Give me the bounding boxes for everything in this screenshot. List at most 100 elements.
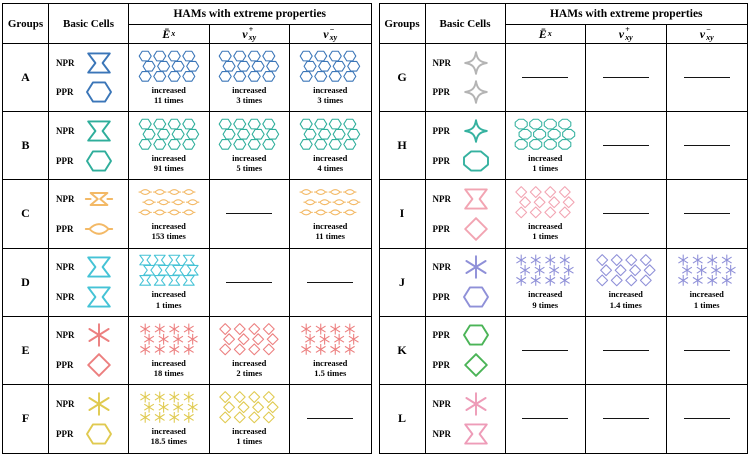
dash-placeholder — [522, 418, 569, 420]
basic-cell: PPR — [51, 217, 126, 241]
header-basic-cells: Basic Cells — [49, 4, 129, 44]
hexagon-lattice-icon — [138, 50, 199, 82]
basic-cells-cell: PPR PPR — [425, 112, 506, 181]
diamond-lattice-icon — [596, 254, 656, 287]
group-label: B — [3, 112, 49, 181]
ham-caption-line2: 1 times — [155, 299, 182, 310]
star6-icon — [88, 392, 110, 416]
ham-cell — [209, 180, 290, 249]
group-label: L — [380, 384, 426, 454]
diamond-icon — [87, 353, 111, 377]
ham-cell — [666, 317, 747, 385]
symbol-script: −xy — [329, 25, 338, 43]
symbol-base: v — [242, 26, 248, 41]
dash-placeholder — [522, 77, 569, 79]
cell-type-label: NPR — [432, 194, 452, 205]
basic-cell: PPR — [51, 422, 126, 446]
ham-caption-line1: increased — [689, 289, 724, 300]
cell-type-label: NPR — [432, 57, 452, 68]
symbol-base: v — [618, 26, 625, 41]
star6-lattice-icon — [139, 391, 198, 424]
ham-caption-line2: 18.5 times — [150, 436, 187, 447]
cell-type-label: NPR — [56, 57, 75, 68]
basic-cell: PPR — [428, 149, 503, 173]
basic-cell: NPR — [51, 285, 126, 309]
dash-placeholder — [602, 77, 649, 79]
group-label: G — [379, 44, 426, 113]
ham-caption-line2: 1 times — [532, 231, 559, 242]
ham-caption-line2: 9 times — [532, 299, 559, 310]
symbol-sub: xy — [248, 33, 257, 42]
symbol-sup: − — [706, 24, 711, 34]
star4-icon — [463, 50, 488, 75]
symbol-sub: x — [547, 28, 552, 38]
header-col-vxy-minus: v−xy — [290, 25, 371, 44]
hexagon-lattice-icon — [218, 118, 280, 150]
group-label: J — [379, 248, 426, 317]
bowtie-icon — [87, 120, 111, 142]
cell-type-label: PPR — [432, 155, 451, 166]
ham-caption-line1: increased — [151, 84, 186, 95]
bowtie-icon — [463, 423, 488, 445]
symbol-script: +xy — [625, 25, 633, 43]
header-col-vxy-plus: v+xy — [586, 25, 667, 44]
dash-placeholder — [226, 281, 273, 283]
basic-cell: NPR — [428, 50, 503, 75]
hexagon-icon — [86, 81, 112, 103]
cell-type-label: PPR — [56, 223, 74, 234]
dash-placeholder — [683, 145, 730, 147]
ham-caption-line1: increased — [313, 153, 348, 164]
group-label: C — [3, 180, 49, 249]
symbol-base: v — [699, 26, 706, 41]
ham-caption-line1: increased — [608, 289, 643, 300]
group-label: F — [3, 384, 49, 454]
ham-caption-line2: 1 times — [693, 299, 720, 310]
basic-cell: PPR — [51, 149, 126, 173]
ham-caption-line2: 11 times — [153, 95, 184, 106]
ham-caption-line1: increased — [151, 426, 186, 437]
symbol-base: Ē — [538, 26, 547, 41]
basic-cell: NPR — [428, 187, 503, 211]
cell-type-label: PPR — [432, 330, 451, 341]
cell-type-label: NPR — [56, 330, 75, 341]
ham-caption-line2: 11 times — [315, 231, 345, 242]
star6-icon — [464, 392, 487, 416]
dash-placeholder — [602, 145, 649, 147]
symbol-script: +xy — [248, 25, 257, 43]
octagon-icon — [462, 150, 489, 172]
symbol-sub: xy — [329, 33, 338, 42]
star6-icon — [88, 323, 110, 348]
ham-caption-line1: increased — [313, 84, 348, 95]
hexagon-lattice-icon — [299, 118, 361, 150]
symbol-script: x — [171, 29, 175, 38]
octagon-lattice-icon — [514, 118, 576, 150]
ham-caption-line1: increased — [151, 153, 186, 164]
ham-caption-line1: increased — [151, 357, 186, 368]
diamond-icon — [463, 353, 488, 377]
ham-caption-line2: 1.4 times — [609, 299, 642, 310]
basic-cell: PPR — [428, 119, 503, 143]
ham-caption-line1: increased — [232, 153, 267, 164]
ham-caption-line2: 91 times — [153, 163, 184, 174]
ham-caption-line2: 153 times — [151, 231, 186, 242]
